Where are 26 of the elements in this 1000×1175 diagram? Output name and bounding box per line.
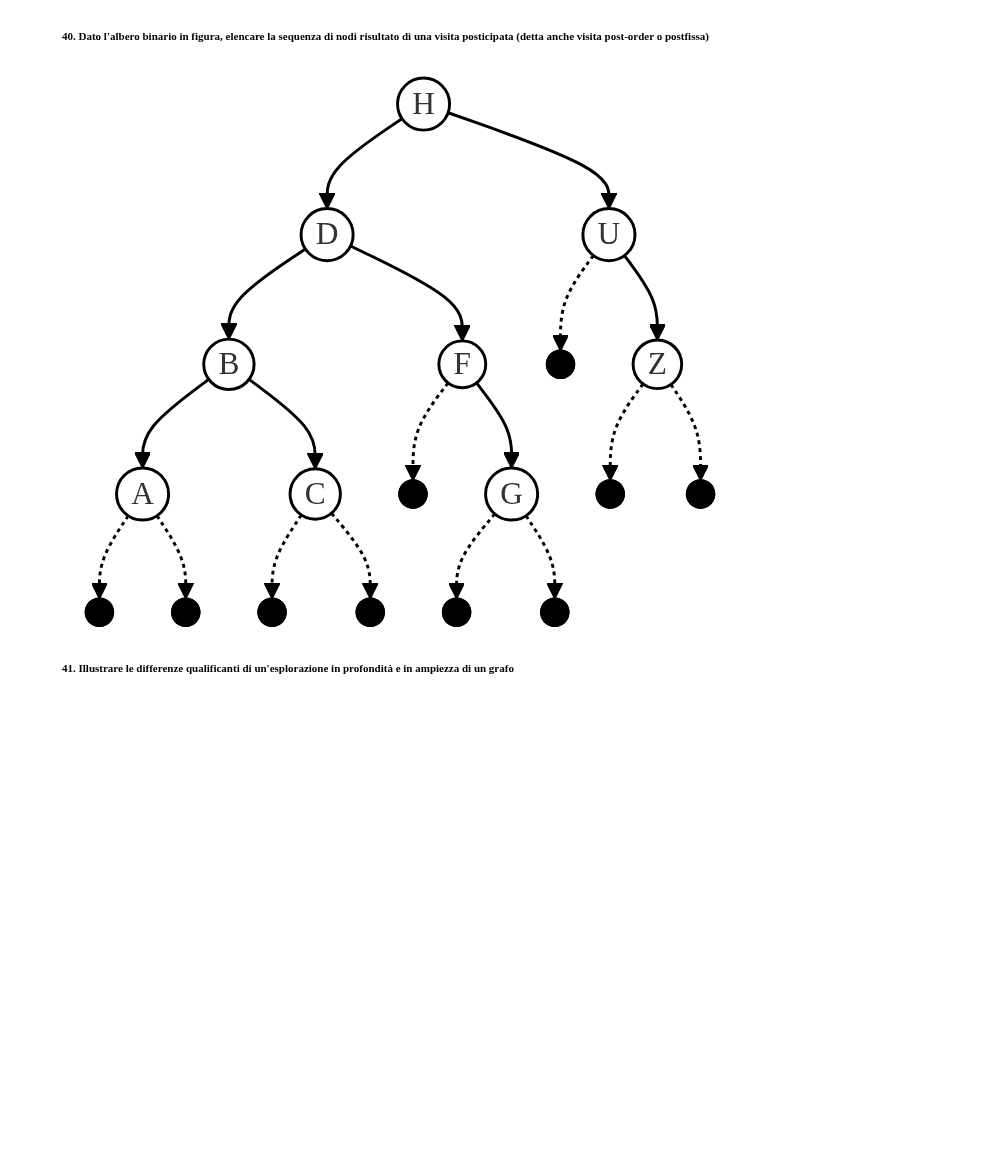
node-circle: D bbox=[299, 207, 355, 263]
node-circle: Z bbox=[631, 338, 684, 391]
node-circle: H bbox=[396, 76, 452, 132]
arrow bbox=[133, 378, 210, 469]
question-text: 40. Dato l'albero binario in figura, elencare la sequenza di nodi risultato di una visita posticipata (detta anche visita post-order o postfissa) bbox=[62, 29, 710, 42]
arrow bbox=[404, 382, 450, 482]
node-circle: U bbox=[581, 207, 637, 263]
arrow bbox=[155, 514, 195, 600]
arrow bbox=[601, 383, 645, 482]
arrow bbox=[524, 514, 564, 600]
arrow bbox=[551, 254, 595, 352]
arrow bbox=[248, 378, 324, 470]
node-circle: G bbox=[484, 466, 540, 522]
arrow bbox=[475, 382, 521, 469]
arrow bbox=[263, 514, 303, 600]
node-circle: A bbox=[115, 466, 171, 522]
arrow bbox=[220, 247, 307, 340]
question-text: 41. Illustrare le differenze qualificanti di un'esplorazione in profondità e in ampiezza di un grafo bbox=[62, 662, 515, 674]
arrow bbox=[669, 383, 710, 482]
arrow bbox=[330, 512, 379, 600]
node-circle: F bbox=[437, 339, 488, 390]
node-circle: C bbox=[288, 467, 342, 521]
arrow bbox=[90, 514, 130, 600]
arrow bbox=[623, 254, 666, 341]
arrow bbox=[447, 512, 496, 600]
node-circle: B bbox=[202, 337, 256, 391]
